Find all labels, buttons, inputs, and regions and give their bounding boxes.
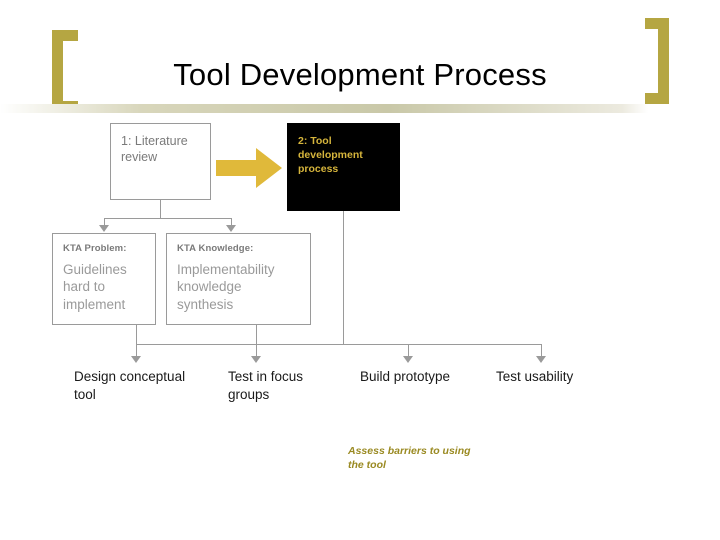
connector-step-1-down [136,344,137,358]
note-assess-barriers-label: Assess barriers to using the tool [348,445,471,472]
box-tool-development-process-label: 2: Tool development process [298,135,363,176]
connector-step-3-down [408,344,409,358]
box-kta-knowledge: KTA Knowledge: Implementability knowledg… [166,233,311,325]
step-test-in-focus-groups-label: Test in focus groups [228,369,304,403]
connector-spine [343,211,344,344]
box-tool-development-process: 2: Tool development process [287,123,400,211]
step-design-conceptual-tool-label: Design conceptual tool [74,369,186,403]
step-test-usability: Test usability [496,368,576,386]
page-title: Tool Development Process [173,57,547,92]
step-build-prototype: Build prototype [360,368,480,386]
box-kta-knowledge-label: Implementability knowledge synthesis [177,262,275,312]
step-test-in-focus-groups: Test in focus groups [228,368,338,404]
step-test-usability-label: Test usability [496,369,574,384]
arrowhead-kta-knowledge [226,225,236,232]
box-literature-review-label: 1: Literature review [121,134,188,164]
arrowhead-step-3 [403,356,413,363]
arrowhead-kta-problem [99,225,109,232]
flow-arrow-icon [216,148,282,188]
step-build-prototype-label: Build prototype [360,369,451,384]
connector-steps-horizontal [136,344,541,345]
step-design-conceptual-tool: Design conceptual tool [74,368,204,404]
connector-kta-knowledge-to-step [256,325,257,344]
title-bracket-right [645,18,669,104]
connector-lit-horizontal [104,218,231,219]
arrowhead-step-4 [536,356,546,363]
connector-kta-problem-to-step [136,325,137,344]
box-kta-problem: KTA Problem: Guidelines hard to implemen… [52,233,156,325]
box-literature-review: 1: Literature review [110,123,211,200]
note-assess-barriers: Assess barriers to using the tool [348,444,478,472]
connector-step-4-down [541,344,542,358]
box-kta-knowledge-heading: KTA Knowledge: [177,243,254,254]
connector-lit-down [160,200,161,218]
box-kta-problem-heading: KTA Problem: [63,243,127,254]
connector-kta-knowledge-down [231,218,232,226]
box-kta-problem-label: Guidelines hard to implement [63,262,127,312]
connector-step-2-down [256,344,257,358]
title-divider [0,104,648,113]
connector-kta-problem-down [104,218,105,226]
arrowhead-step-1 [131,356,141,363]
arrowhead-step-2 [251,356,261,363]
